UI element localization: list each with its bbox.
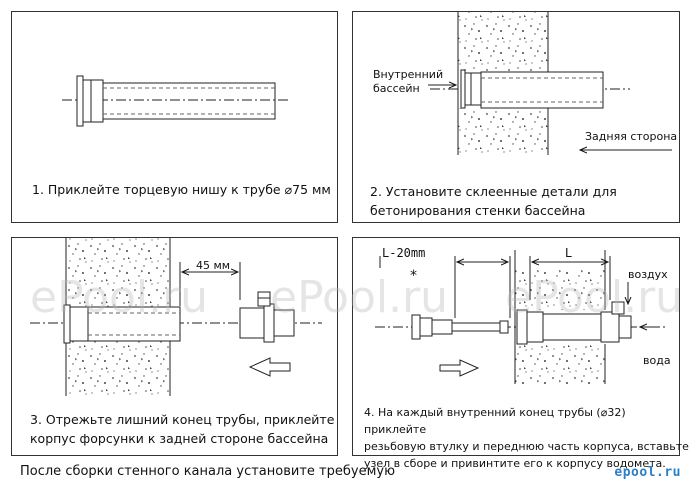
- step-2-drawing: [428, 12, 672, 155]
- inner-pool-label: Внутренний бассейн: [373, 68, 444, 95]
- pipe: [480, 71, 604, 109]
- jet-body: [516, 301, 632, 345]
- step-1-panel: [11, 11, 338, 223]
- back-side-label: Задняя сторона: [585, 130, 678, 143]
- step-1-drawing: [62, 75, 290, 127]
- water-label: вода: [643, 354, 671, 367]
- step-2-caption: 2. Установите склеенные детали для бетон…: [370, 184, 617, 218]
- niche-body: [90, 79, 104, 123]
- pipe: [102, 82, 276, 120]
- concrete-top: [458, 12, 548, 72]
- step-4-caption: 4. На каждый внутренний конец трубы (⌀32…: [364, 406, 689, 470]
- footer-note: После сборки стенного канала установите …: [20, 464, 396, 479]
- direction-arrow-left: [248, 357, 291, 377]
- step-3-caption: 3. Отрежьте лишний конец трубы, приклейт…: [30, 412, 335, 446]
- dimension-45mm: 45 мм: [196, 259, 231, 272]
- dimension-l: L: [565, 246, 572, 260]
- direction-arrow-right: [439, 359, 480, 377]
- dimension-l-minus-20: L-20mm: [382, 246, 426, 260]
- step-1-caption: 1. Приклейте торцевую нишу к трубе ⌀75 м…: [32, 182, 331, 197]
- flange: [76, 75, 84, 127]
- nozzle-body: [239, 291, 295, 343]
- nozzle-insert: [411, 314, 509, 340]
- star-mark: *: [410, 268, 417, 284]
- step-3-drawing: [30, 238, 322, 396]
- concrete-bottom: [458, 108, 548, 155]
- cut-pipe: [87, 306, 181, 342]
- step-4-drawing: [375, 250, 665, 384]
- air-label: воздух: [628, 268, 668, 281]
- site-logo: epool.ru: [614, 465, 681, 480]
